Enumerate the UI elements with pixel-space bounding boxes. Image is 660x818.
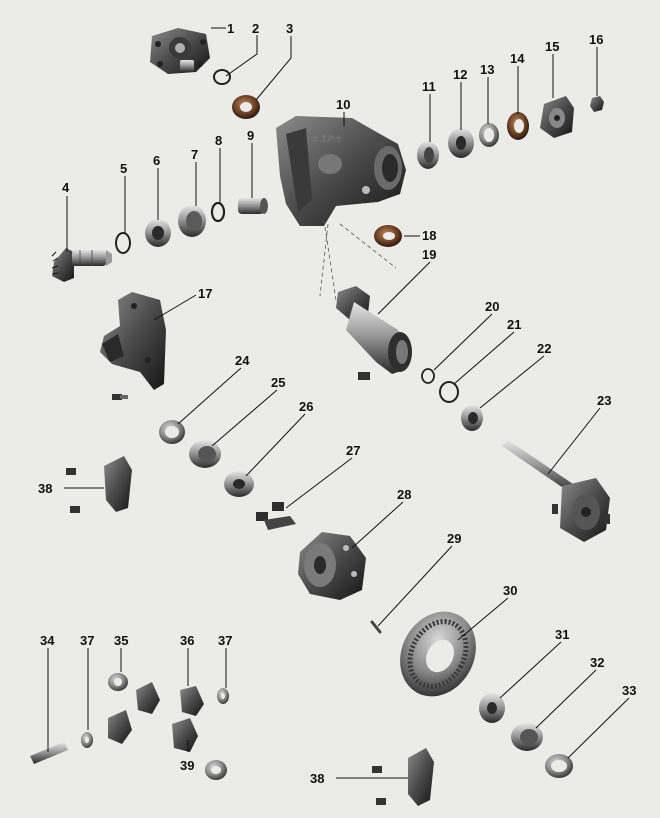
part-21-ring: [439, 381, 459, 403]
part-32-bearing-race: [511, 723, 543, 751]
part-8-ring: [210, 201, 226, 223]
callout-19: 19: [422, 247, 436, 262]
part-5-shim: [115, 232, 131, 254]
callout-5: 5: [120, 161, 127, 176]
callout-11: 11: [422, 79, 436, 94]
part-23-axle-shaft: [502, 440, 610, 542]
callout-21: 21: [507, 317, 521, 332]
callout-25: 25: [271, 375, 285, 390]
callout-2: 2: [252, 21, 259, 36]
part-38-bearing-cap-lower: [372, 748, 434, 806]
callout-26: 26: [299, 399, 313, 414]
part-28-differential-case: [298, 532, 366, 600]
part-9-spacer-sleeve: [238, 198, 268, 214]
part-27-bolts: [256, 502, 296, 530]
part-22-bearing: [461, 405, 483, 431]
part-3-oil-seal: [232, 95, 260, 119]
part-10-housing: А.Т.Р.®: [276, 116, 406, 226]
callout-14: 14: [510, 51, 525, 66]
callout-34: 34: [40, 633, 55, 648]
part-39-pinion-gear: [172, 718, 198, 752]
callout-17: 17: [198, 286, 212, 301]
callout-38-lower: 38: [310, 771, 324, 786]
part-18-oil-seal: [374, 225, 402, 247]
callout-36: 36: [180, 633, 194, 648]
callout-35: 35: [114, 633, 128, 648]
part-19-axle-tube: [336, 286, 412, 380]
callout-29: 29: [447, 531, 461, 546]
callout-9: 9: [247, 128, 254, 143]
part-34-pinion-shaft: [30, 742, 68, 764]
callout-12: 12: [453, 67, 467, 82]
callout-6: 6: [153, 153, 160, 168]
callout-27: 27: [346, 443, 360, 458]
part-37-washer-right: [217, 688, 229, 704]
callout-13: 13: [480, 62, 494, 77]
part-14-oil-seal: [507, 112, 529, 140]
part-12-bearing: [448, 128, 474, 158]
callout-23: 23: [597, 393, 611, 408]
part-24-ring: [159, 420, 185, 444]
part-33-ring: [545, 754, 573, 778]
part-16-nut: [590, 96, 604, 112]
callout-7: 7: [191, 147, 198, 162]
callout-1: 1: [227, 21, 234, 36]
part-7-bearing-race: [178, 205, 206, 237]
leader-lines: [47, 27, 630, 779]
cover-bolt: [112, 394, 128, 400]
callout-15: 15: [545, 39, 559, 54]
part-15-companion-flange: [540, 96, 574, 138]
callout-18: 18: [422, 228, 436, 243]
callout-31: 31: [555, 627, 569, 642]
part-35-thrust-washer: [108, 673, 128, 691]
assembly-guide-lines: [319, 219, 397, 301]
callout-28: 28: [397, 487, 411, 502]
callout-32: 32: [590, 655, 604, 670]
brand-mark: А.Т.Р.®: [312, 134, 342, 144]
callout-30: 30: [503, 583, 517, 598]
callout-8: 8: [215, 133, 222, 148]
lower-thrust-washer: [205, 760, 227, 780]
part-1-flange: [150, 28, 210, 74]
callout-20: 20: [485, 299, 499, 314]
callout-10: 10: [336, 97, 350, 112]
callout-3: 3: [286, 21, 293, 36]
callout-16: 16: [589, 32, 603, 47]
callout-38-upper: 38: [38, 481, 52, 496]
part-13-ring: [479, 123, 499, 147]
callout-37-right: 37: [218, 633, 232, 648]
callout-37-left: 37: [80, 633, 94, 648]
part-36-pinion-gear: [180, 686, 204, 716]
part-31-bearing: [479, 693, 505, 723]
part-4-drive-pinion: [51, 248, 112, 282]
part-26-bearing: [224, 471, 254, 497]
callout-24: 24: [235, 353, 250, 368]
part-17-cover: [100, 292, 166, 390]
part-38-bearing-cap-upper: [66, 456, 132, 513]
callout-33: 33: [622, 683, 636, 698]
part-25-bearing-race: [189, 440, 221, 468]
part-30-ring-gear: [400, 611, 476, 697]
part-6-bearing: [145, 219, 171, 247]
callout-22: 22: [537, 341, 551, 356]
part-11-race: [417, 141, 439, 169]
part-29-pin: [370, 620, 382, 634]
callout-4: 4: [62, 180, 70, 195]
callout-39: 39: [180, 758, 194, 773]
side-gears: [108, 682, 160, 744]
part-2-snap-ring: [213, 69, 231, 85]
callout-labels: 1 2 3 4 5 6 7 8 9 10 11 12 13 14 15 16 1…: [38, 21, 636, 786]
part-20-snap-ring: [421, 368, 435, 384]
part-37-washer-left: [81, 732, 93, 748]
